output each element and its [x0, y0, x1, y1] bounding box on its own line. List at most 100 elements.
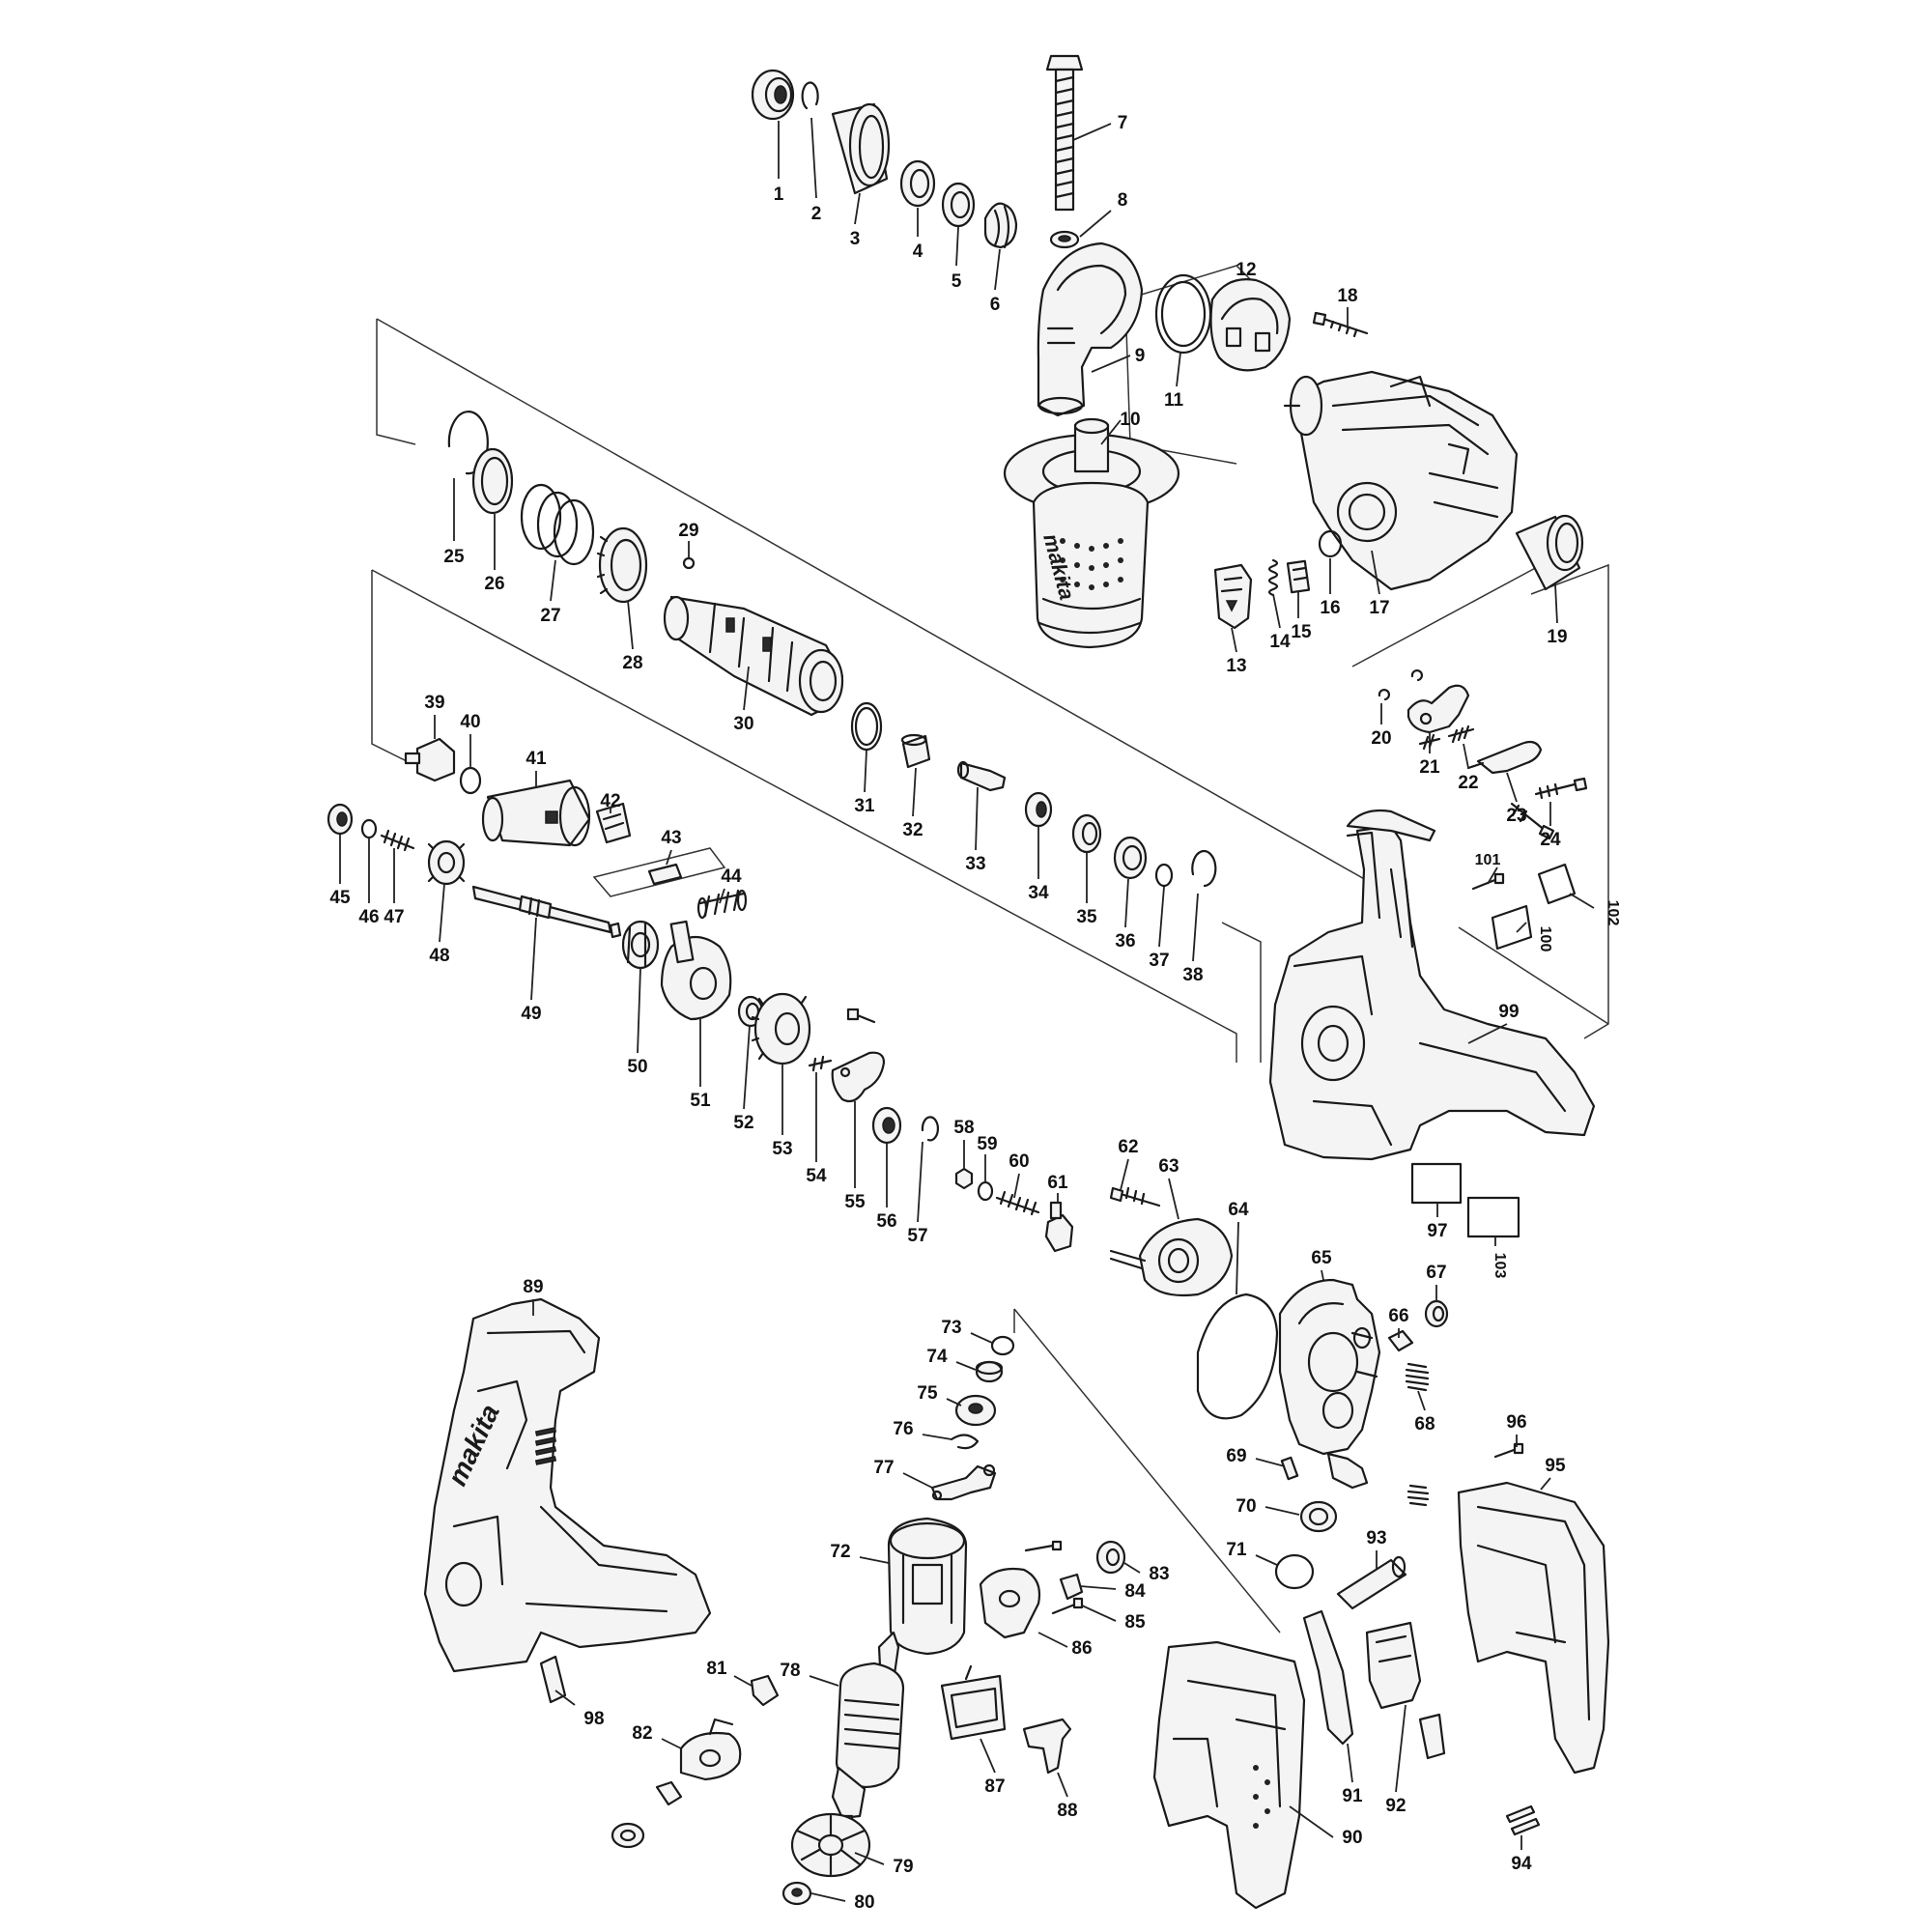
part-43-pin-box	[592, 847, 726, 897]
part-48-gear	[427, 839, 466, 886]
part-14-spring	[1267, 558, 1279, 597]
part-90-handle-half	[1152, 1640, 1306, 1910]
callout-40: 40	[460, 712, 480, 732]
part-38-snap-ring	[1191, 849, 1217, 888]
part-68-spring	[1405, 1362, 1430, 1392]
part-91-lever	[1302, 1609, 1354, 1746]
part-66-sleeve	[1387, 1329, 1414, 1352]
part-16-o-ring	[1318, 529, 1343, 558]
part-64-o-ring	[1196, 1293, 1279, 1420]
part-80-washer	[781, 1881, 812, 1906]
part-55-plate	[831, 1008, 886, 1103]
callout-52: 52	[733, 1113, 753, 1133]
callout-8: 8	[1118, 190, 1128, 211]
callout-78: 78	[780, 1661, 800, 1681]
part-59-washer	[977, 1180, 994, 1202]
callout-53: 53	[772, 1139, 792, 1159]
callout-80: 80	[854, 1892, 874, 1913]
callout-47: 47	[384, 907, 404, 927]
part-30-tool-holder	[663, 595, 844, 717]
callout-102: 102	[1605, 900, 1621, 926]
part-62-screw	[1109, 1186, 1161, 1208]
part-53-gear	[751, 992, 811, 1065]
callout-74: 74	[926, 1347, 948, 1367]
part-76-clip	[950, 1434, 980, 1450]
callout-89: 89	[523, 1277, 543, 1297]
callout-4: 4	[913, 242, 923, 262]
callout-26: 26	[484, 574, 504, 594]
callout-61: 61	[1047, 1173, 1068, 1193]
part-93-sleeve	[1336, 1555, 1407, 1610]
part-85-screw	[1051, 1597, 1084, 1615]
part-86-brush-holder	[979, 1567, 1041, 1639]
part-82-brush-holder	[679, 1718, 742, 1781]
part-99-main-housing	[1268, 809, 1596, 1161]
callout-20: 20	[1371, 728, 1391, 749]
callout-36: 36	[1115, 931, 1135, 952]
callout-1: 1	[774, 185, 784, 205]
part-50-clutch	[621, 920, 660, 970]
part-46-washer	[360, 818, 378, 839]
callout-labels: 1 2 3 4 5 6 7 8 9 10 11 12 13 14 15 16 1…	[329, 113, 1621, 1913]
callout-31: 31	[854, 796, 875, 816]
callout-70: 70	[1236, 1496, 1256, 1517]
part-12-cam-ring	[1209, 278, 1292, 372]
callout-10: 10	[1120, 410, 1140, 430]
part-15-brush	[1286, 559, 1311, 594]
callout-13: 13	[1226, 656, 1246, 676]
callout-94: 94	[1511, 1854, 1532, 1874]
callout-9: 9	[1135, 346, 1146, 366]
callout-16: 16	[1320, 598, 1340, 618]
part-24-screws	[1510, 777, 1588, 840]
part-74-bushing	[975, 1360, 1004, 1383]
part-79-fan	[790, 1812, 871, 1878]
part-81-brush-cap	[750, 1674, 780, 1707]
callout-55: 55	[844, 1192, 866, 1212]
callout-21: 21	[1419, 757, 1440, 778]
callout-42: 42	[600, 791, 620, 811]
part-31-o-ring	[850, 701, 883, 752]
callout-3: 3	[850, 229, 861, 249]
part-84-cap	[1059, 1573, 1084, 1601]
callout-51: 51	[690, 1091, 711, 1111]
part-89-motor-housing: makita	[423, 1297, 712, 1673]
callout-86: 86	[1071, 1638, 1092, 1659]
callout-88: 88	[1057, 1801, 1077, 1821]
callout-35: 35	[1076, 907, 1097, 927]
callout-63: 63	[1158, 1156, 1179, 1177]
callout-81: 81	[706, 1659, 727, 1679]
part-77-bracket	[930, 1463, 997, 1501]
part-27-springs	[520, 483, 595, 566]
callout-45: 45	[329, 888, 351, 908]
callout-72: 72	[830, 1542, 850, 1562]
callout-56: 56	[876, 1211, 896, 1232]
callout-48: 48	[429, 946, 449, 966]
callout-33: 33	[965, 854, 985, 874]
part-8-nut	[1049, 230, 1080, 249]
callout-32: 32	[902, 820, 923, 840]
part-36-bearing	[1113, 836, 1148, 880]
part-45-bearing	[327, 803, 354, 836]
callout-44: 44	[721, 867, 742, 887]
part-13-switch-knob	[1213, 563, 1253, 630]
part-82c-washer	[611, 1822, 645, 1849]
callout-6: 6	[990, 295, 1001, 315]
part-33-striker	[956, 760, 1007, 792]
part-61-change-lever	[1044, 1201, 1074, 1253]
part-5-washer	[941, 182, 976, 228]
callout-58: 58	[953, 1118, 974, 1138]
part-29-ball	[682, 556, 696, 570]
part-92-switch	[1365, 1621, 1446, 1760]
callout-14: 14	[1269, 632, 1291, 652]
part-78-armature	[831, 1631, 905, 1837]
part-7-bolt	[1045, 54, 1084, 212]
part-40-o-ring	[459, 766, 482, 795]
part-4-washer	[899, 159, 936, 208]
part-58-nut	[954, 1167, 974, 1190]
callout-77: 77	[873, 1458, 894, 1478]
part-41-cylinder	[481, 779, 591, 847]
callout-5: 5	[952, 271, 962, 292]
callout-101: 101	[1475, 852, 1501, 868]
callout-95: 95	[1545, 1456, 1566, 1476]
